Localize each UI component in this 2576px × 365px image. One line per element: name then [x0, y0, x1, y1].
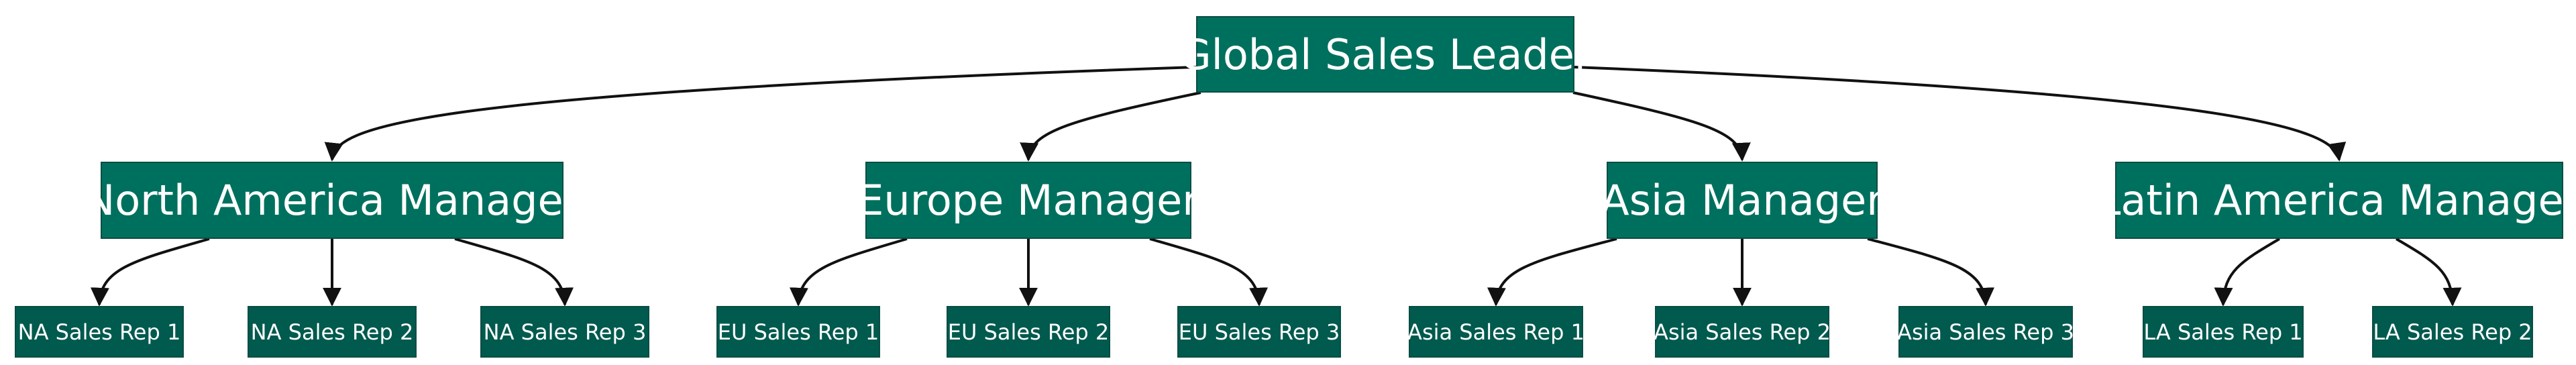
node-label: Asia Sales Rep 1	[1407, 319, 1585, 345]
node-label: Global Sales Leader	[1179, 30, 1592, 79]
edge-asia-rep-3	[1867, 238, 1995, 307]
node-label: EU Sales Rep 1	[717, 319, 879, 345]
node-label: EU Sales Rep 2	[947, 319, 1110, 345]
edge-root-latin-america	[1574, 66, 2347, 162]
node-label: North America Manager	[83, 176, 581, 225]
node-eu-sales-rep-1: EU Sales Rep 1	[716, 306, 880, 358]
node-label: Asia Manager	[1601, 176, 1884, 225]
node-label: LA Sales Rep 2	[2373, 319, 2532, 345]
edge-na-rep-1	[90, 238, 210, 307]
node-asia-sales-rep-2: Asia Sales Rep 2	[1654, 306, 1831, 358]
edge-na-rep-3	[454, 238, 574, 307]
node-asia-sales-rep-1: Asia Sales Rep 1	[1407, 306, 1585, 358]
node-europe-manager: Europe Manager	[857, 162, 1199, 239]
edge-asia-rep-1	[1487, 238, 1617, 307]
edge-root-north-america	[324, 66, 1197, 162]
edge-la-rep-1	[2214, 238, 2281, 307]
node-latin-america-manager: Latin America Manager	[2098, 162, 2576, 239]
node-label: Asia Sales Rep 2	[1654, 319, 1831, 345]
edge-root-asia	[1572, 91, 1751, 162]
node-na-sales-rep-1: NA Sales Rep 1	[15, 306, 184, 358]
edge-la-rep-2	[2395, 238, 2462, 307]
node-la-sales-rep-2: LA Sales Rep 2	[2372, 306, 2533, 358]
node-asia-sales-rep-3: Asia Sales Rep 3	[1897, 306, 2074, 358]
node-eu-sales-rep-3: EU Sales Rep 3	[1177, 306, 1341, 358]
node-na-sales-rep-3: NA Sales Rep 3	[480, 306, 649, 358]
node-label: Latin America Manager	[2097, 176, 2576, 225]
node-label: NA Sales Rep 3	[483, 319, 647, 345]
node-asia-manager: Asia Manager	[1601, 162, 1884, 239]
edge-eu-rep-3	[1149, 238, 1269, 307]
node-label: EU Sales Rep 3	[1178, 319, 1340, 345]
node-label: Europe Manager	[857, 176, 1199, 225]
node-la-sales-rep-1: LA Sales Rep 1	[2143, 306, 2304, 358]
node-label: Asia Sales Rep 3	[1897, 319, 2074, 345]
node-label: LA Sales Rep 1	[2143, 319, 2303, 345]
node-eu-sales-rep-2: EU Sales Rep 2	[947, 306, 1110, 358]
node-label: NA Sales Rep 2	[250, 319, 414, 345]
node-global-sales-leader: Global Sales Leader	[1179, 16, 1591, 93]
edge-eu-rep-1	[789, 238, 908, 307]
node-label: NA Sales Rep 1	[17, 319, 181, 345]
edge-root-europe	[1020, 91, 1201, 162]
node-north-america-manager: North America Manager	[84, 162, 580, 239]
node-na-sales-rep-2: NA Sales Rep 2	[248, 306, 417, 358]
